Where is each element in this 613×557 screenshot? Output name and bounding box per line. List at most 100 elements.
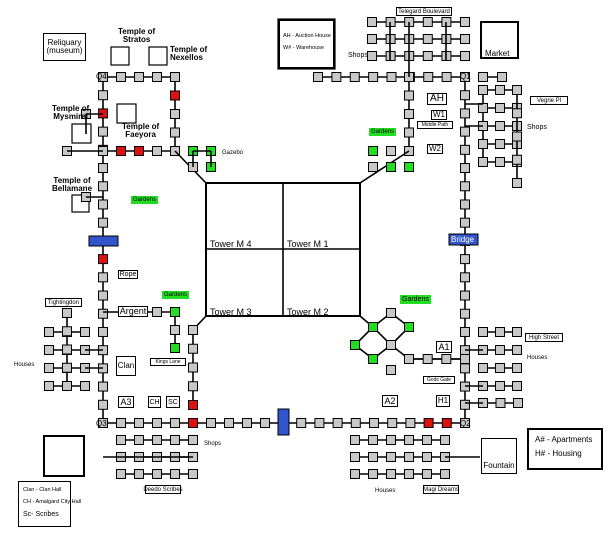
- shop-north-node[interactable]: [422, 34, 433, 44]
- ring-south-node[interactable]: [116, 418, 126, 428]
- shop-north-node[interactable]: [460, 51, 470, 61]
- southwest-inner-node[interactable]: [188, 325, 198, 335]
- house-south-node[interactable]: [368, 435, 378, 445]
- high-street-node[interactable]: [460, 354, 470, 364]
- ring-west-node[interactable]: [98, 290, 108, 301]
- shop-east-node[interactable]: [495, 121, 505, 131]
- house-east-node[interactable]: [478, 327, 488, 337]
- ring-east-node[interactable]: [460, 181, 470, 192]
- shop-north-node[interactable]: [367, 51, 377, 61]
- shop-east-node[interactable]: [495, 139, 505, 149]
- ring-south-node[interactable]: [260, 418, 270, 428]
- high-street-node[interactable]: [441, 354, 452, 364]
- ring-north-inner-node[interactable]: [170, 72, 180, 82]
- southwest-inner-node[interactable]: [188, 400, 198, 410]
- argent-building[interactable]: Argent: [118, 306, 148, 317]
- shop-south-node[interactable]: [116, 435, 126, 445]
- rope-building[interactable]: Rope: [118, 270, 138, 279]
- market-branch-node[interactable]: [497, 72, 507, 82]
- high-street-node[interactable]: [422, 354, 433, 364]
- ring-east-node[interactable]: [460, 363, 470, 374]
- house-west-node[interactable]: [62, 362, 72, 373]
- shop-north-node[interactable]: [422, 51, 433, 61]
- ring-west-node[interactable]: [98, 308, 108, 319]
- house-south-node[interactable]: [368, 469, 378, 479]
- ring-east-node[interactable]: [460, 108, 470, 119]
- ring-north-east-node[interactable]: [423, 72, 434, 82]
- ring-south-node[interactable]: [134, 418, 144, 428]
- shop-east-node[interactable]: [512, 131, 522, 142]
- garden-node[interactable]: [170, 325, 180, 335]
- fountain[interactable]: Fountain: [481, 438, 517, 474]
- house-east-node[interactable]: [512, 381, 522, 391]
- house-south-node[interactable]: [350, 435, 360, 445]
- ring-west-node[interactable]: [98, 126, 108, 137]
- shop-north-node[interactable]: [367, 17, 377, 27]
- southwest-inner-node[interactable]: [188, 362, 198, 373]
- east-branch-node[interactable]: [495, 398, 506, 408]
- shop-east-node[interactable]: [495, 85, 505, 95]
- shop-south-node[interactable]: [170, 469, 180, 479]
- house-south-node[interactable]: [386, 435, 396, 445]
- garden-diamond-node[interactable]: [386, 308, 396, 318]
- garden-diamond-node[interactable]: [386, 340, 396, 350]
- ring-west-node[interactable]: [98, 217, 108, 228]
- house-east-node[interactable]: [512, 327, 522, 337]
- shop-east-node[interactable]: [495, 157, 505, 167]
- house-west-node[interactable]: [44, 381, 54, 391]
- ring-south-node[interactable]: [242, 418, 252, 428]
- shop-south-node[interactable]: [170, 435, 180, 445]
- argent-node[interactable]: [152, 307, 162, 317]
- reliquary-museum[interactable]: Reliquary(museum): [43, 33, 86, 61]
- shop-south-node[interactable]: [134, 469, 144, 479]
- ring-east-node[interactable]: [460, 163, 470, 174]
- house-south-node[interactable]: [422, 452, 432, 462]
- ring-west-node[interactable]: [98, 326, 108, 337]
- garden-node[interactable]: [170, 307, 180, 317]
- house-south-node[interactable]: [386, 469, 396, 479]
- house-south-node[interactable]: [422, 435, 432, 445]
- house-east-node[interactable]: [495, 345, 505, 355]
- ring-south-node[interactable]: [170, 418, 180, 428]
- house-south-node[interactable]: [404, 452, 414, 462]
- ring-north-east-node[interactable]: [460, 72, 470, 82]
- garden-node[interactable]: [386, 146, 396, 156]
- shop-south-node[interactable]: [134, 435, 144, 445]
- ring-south-east-node[interactable]: [296, 418, 307, 428]
- ring-west-node[interactable]: [98, 381, 108, 392]
- ring-south-east-node[interactable]: [314, 418, 325, 428]
- ring-north-east-node[interactable]: [331, 72, 342, 82]
- shop-east-node[interactable]: [478, 139, 488, 149]
- house-west-node[interactable]: [44, 363, 54, 373]
- house-south-node[interactable]: [350, 469, 360, 479]
- ring-south-east-node[interactable]: [405, 418, 416, 428]
- ring-west-node[interactable]: [98, 272, 108, 283]
- apartment-a1[interactable]: A1: [436, 341, 452, 353]
- temple-street-node[interactable]: [116, 146, 126, 156]
- ring-south-east-node[interactable]: [423, 418, 434, 428]
- ring-north-east-node[interactable]: [368, 72, 379, 82]
- shop-north-node[interactable]: [460, 17, 470, 27]
- house-south-node[interactable]: [404, 435, 414, 445]
- ring-west-node[interactable]: [98, 163, 108, 174]
- house-east-node[interactable]: [512, 363, 522, 373]
- ring-west-node[interactable]: [98, 181, 108, 192]
- ring-east-node[interactable]: [460, 399, 470, 410]
- shop-east-node[interactable]: [512, 154, 522, 165]
- high-street-node[interactable]: [404, 354, 414, 364]
- shop-north-node[interactable]: [367, 34, 377, 44]
- house-west-node[interactable]: [62, 381, 72, 391]
- house-south-node[interactable]: [440, 435, 450, 445]
- house-east-node[interactable]: [495, 381, 505, 391]
- scribes-sc[interactable]: SC: [166, 396, 180, 408]
- shop-south-node[interactable]: [152, 469, 162, 479]
- garden-diamond-node[interactable]: [350, 340, 360, 350]
- ring-south-east-node[interactable]: [350, 418, 361, 428]
- ring-south-node[interactable]: [188, 418, 198, 428]
- shop-south-node[interactable]: [116, 469, 126, 479]
- shop-south-node[interactable]: [152, 435, 162, 445]
- ring-west-node[interactable]: [98, 90, 108, 101]
- ring-west-node[interactable]: [98, 399, 108, 410]
- house-east-node[interactable]: [478, 363, 488, 373]
- ring-east-node[interactable]: [460, 290, 470, 301]
